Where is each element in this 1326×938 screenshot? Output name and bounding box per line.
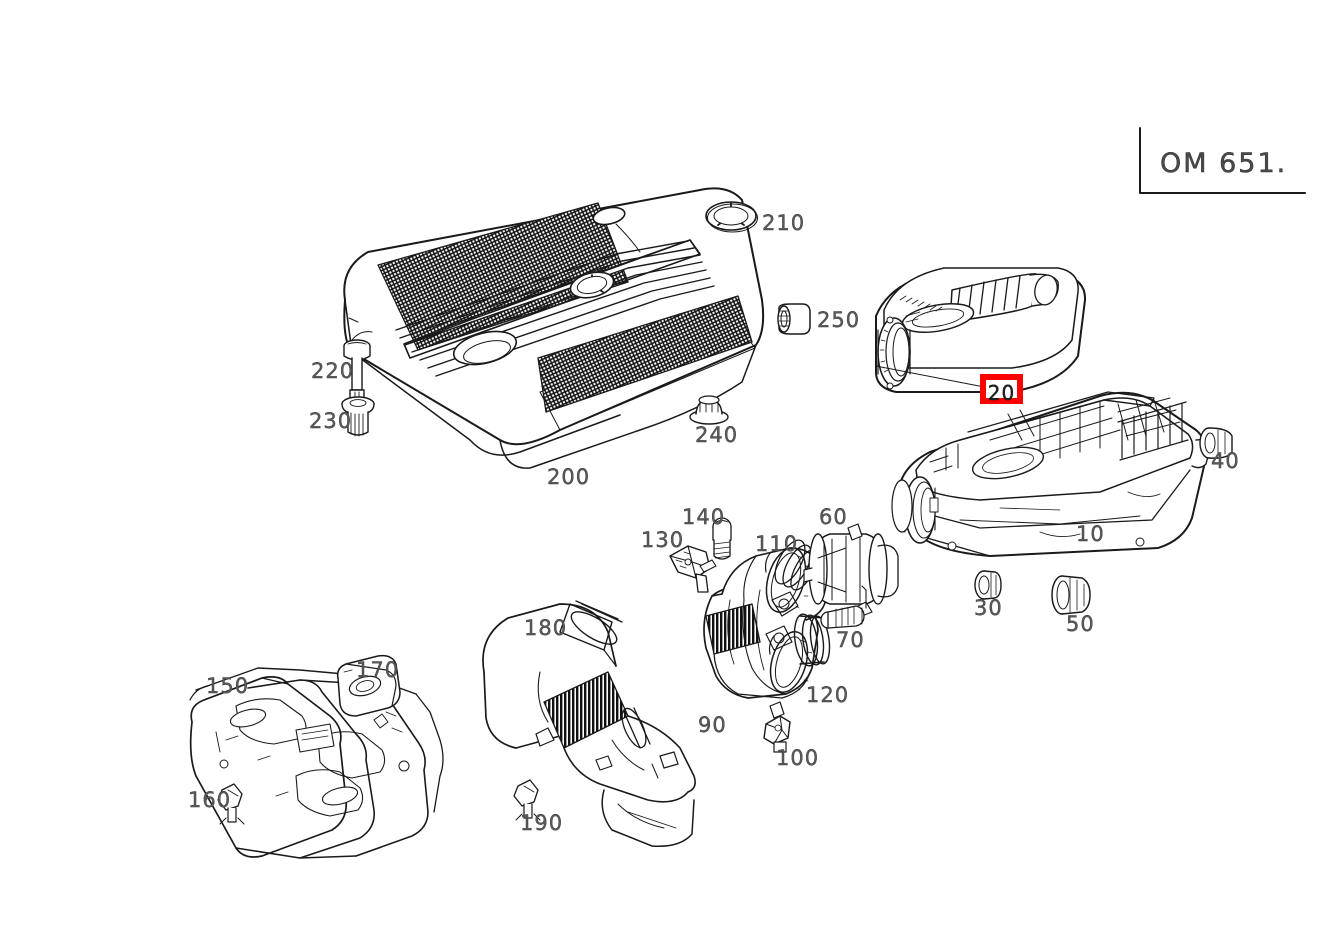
part-label-130: 130 — [641, 528, 685, 552]
part-label-50: 50 — [1066, 612, 1095, 636]
swirl-actuator-60 — [803, 523, 899, 617]
part-label-140: 140 — [682, 505, 726, 529]
part-label-170: 170 — [356, 658, 400, 682]
cap-plug-40 — [1199, 427, 1233, 459]
sensor-screw-140 — [712, 517, 732, 560]
part-label-40: 40 — [1211, 449, 1240, 473]
duct-clip-190 — [513, 779, 541, 821]
cover-inlet-flange — [877, 316, 911, 390]
part-label-30: 30 — [974, 596, 1003, 620]
part-label-210: 210 — [762, 211, 806, 235]
cover-nut-230 — [341, 396, 375, 437]
part-label-60: 60 — [819, 505, 848, 529]
air-filter-base-10 — [891, 391, 1211, 557]
highlight-box-part-20[interactable]: 20 — [980, 374, 1023, 404]
part-label-240: 240 — [695, 423, 739, 447]
rubber-mount-240 — [689, 395, 729, 425]
part-label-120: 120 — [806, 683, 850, 707]
bushing-50 — [1051, 575, 1091, 615]
part-label-110: 110 — [755, 532, 799, 556]
part-label-220: 220 — [311, 359, 355, 383]
bushing-250 — [777, 303, 811, 335]
air-intake-duct-180 — [482, 600, 696, 847]
part-label-160: 160 — [188, 788, 232, 812]
small-cover-170 — [336, 654, 401, 717]
part-label-70: 70 — [836, 628, 865, 652]
part-label-150: 150 — [206, 674, 250, 698]
part-label-90: 90 — [698, 713, 727, 737]
engine-cover-200 — [343, 187, 765, 469]
grommet-30 — [974, 570, 1002, 600]
clamp-ring-110 — [764, 547, 813, 613]
part-label-190: 190 — [520, 811, 564, 835]
part-label-100: 100 — [776, 746, 820, 770]
maf-sensor-130 — [669, 545, 717, 593]
part-label-230: 230 — [309, 409, 353, 433]
part-label-10: 10 — [1076, 522, 1105, 546]
engine-code-label: OM 651. — [1160, 148, 1288, 180]
engine-code-bracket — [1139, 127, 1306, 194]
part-label-250: 250 — [817, 308, 861, 332]
part-label-200: 200 — [547, 465, 591, 489]
air-filter-cover-20 — [875, 267, 1087, 393]
pressure-sensor-100 — [763, 701, 791, 753]
clamp-ring-120 — [768, 631, 814, 693]
cover-star-emblem — [569, 271, 615, 299]
part-label-180: 180 — [524, 616, 568, 640]
part-label-20: 20 — [987, 381, 1016, 405]
mounting-screw-70 — [820, 605, 865, 629]
star-emblem-210 — [705, 201, 758, 233]
intake-hose-90 — [703, 539, 831, 699]
shield-clip-160 — [217, 783, 245, 825]
